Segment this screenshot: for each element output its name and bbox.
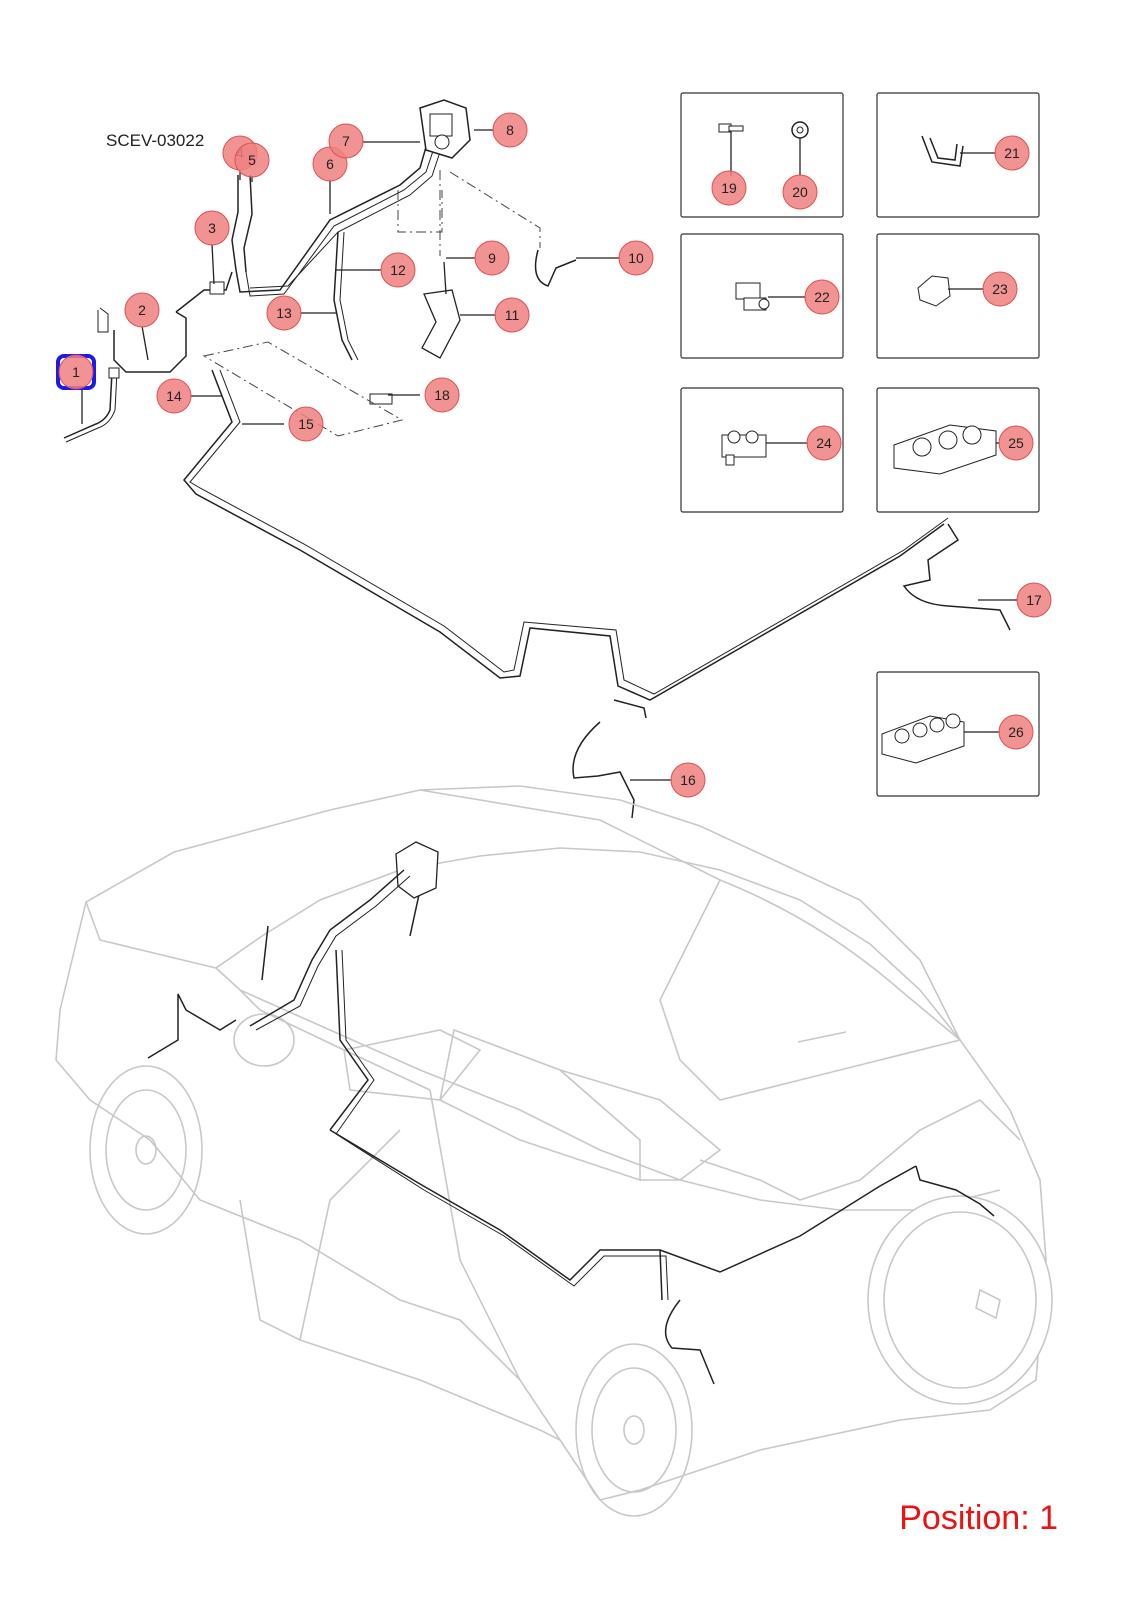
callout-number: 18: [434, 387, 450, 403]
callout-23[interactable]: 23: [982, 271, 1018, 307]
callout-15[interactable]: 15: [288, 406, 324, 442]
callout-number: 13: [276, 305, 292, 321]
callout-marker[interactable]: [124, 292, 160, 328]
callout-7[interactable]: 7: [328, 123, 364, 159]
callout-marker[interactable]: [994, 135, 1030, 171]
callout-21[interactable]: 21: [994, 135, 1030, 171]
callout-marker[interactable]: [328, 123, 364, 159]
callout-number: 19: [721, 180, 737, 196]
vehicle-outline: [55, 785, 1053, 1517]
callout-number: 1: [72, 364, 80, 380]
callout-14[interactable]: 14: [156, 378, 192, 414]
callout-marker[interactable]: [474, 240, 510, 276]
position-indicator: Position: 1: [899, 1499, 1058, 1537]
callout-marker[interactable]: [156, 378, 192, 414]
callout-number: 22: [814, 289, 830, 305]
callout-markers: 1234567891011121314151617181920212223242…: [58, 112, 1052, 798]
callout-number: 8: [506, 122, 514, 138]
vehicle-brake-lines: [147, 841, 995, 1385]
callout-number: 14: [166, 388, 182, 404]
callout-16[interactable]: 16: [670, 762, 706, 798]
callout-number: 2: [138, 302, 146, 318]
diagram-code: SCEV-03022: [106, 131, 205, 150]
double-clip-icon: [721, 430, 808, 466]
callout-19[interactable]: 19: [711, 170, 747, 206]
callout-11[interactable]: 11: [494, 297, 530, 333]
callout-marker[interactable]: [982, 271, 1018, 307]
callout-3[interactable]: 3: [194, 210, 230, 246]
callout-number: 6: [326, 156, 334, 172]
callout-marker[interactable]: [288, 406, 324, 442]
clip-icon: [921, 135, 996, 167]
callout-number: 5: [248, 152, 256, 168]
callout-number: 11: [505, 307, 520, 323]
callout-17[interactable]: 17: [1016, 582, 1052, 618]
callout-5[interactable]: 5: [234, 142, 270, 178]
callout-marker[interactable]: [1016, 582, 1052, 618]
callout-marker[interactable]: [492, 112, 528, 148]
callout-20[interactable]: 20: [782, 174, 818, 210]
callout-number: 9: [488, 250, 496, 266]
callout-marker[interactable]: [380, 252, 416, 288]
callout-number: 12: [390, 262, 406, 278]
callout-number: 15: [298, 416, 314, 432]
callout-9[interactable]: 9: [474, 240, 510, 276]
callout-marker[interactable]: [998, 425, 1034, 461]
callout-number: 16: [680, 772, 696, 788]
callout-13[interactable]: 13: [266, 295, 302, 331]
callout-number: 24: [816, 435, 832, 451]
callout-10[interactable]: 10: [618, 240, 654, 276]
callout-number: 23: [992, 281, 1008, 297]
callout-22[interactable]: 22: [804, 279, 840, 315]
callout-number: 25: [1008, 435, 1024, 451]
callout-number: 17: [1026, 592, 1042, 608]
callout-8[interactable]: 8: [492, 112, 528, 148]
callout-marker[interactable]: [424, 377, 460, 413]
callout-marker[interactable]: [711, 170, 747, 206]
callout-marker[interactable]: [494, 297, 530, 333]
abs-module-icon: [419, 99, 471, 159]
callout-marker[interactable]: [58, 354, 94, 390]
triple-clip-icon: [893, 424, 1000, 475]
callout-marker[interactable]: [670, 762, 706, 798]
callout-number: 7: [342, 133, 350, 149]
callout-25[interactable]: 25: [998, 425, 1034, 461]
callout-number: 26: [1008, 724, 1024, 740]
callout-marker[interactable]: [804, 279, 840, 315]
callout-marker[interactable]: [266, 295, 302, 331]
callout-number: 3: [208, 220, 216, 236]
callout-number: 20: [792, 184, 808, 200]
callout-12[interactable]: 12: [380, 252, 416, 288]
callout-number: 10: [628, 250, 644, 266]
callout-marker[interactable]: [806, 425, 842, 461]
quad-clip-icon: [881, 713, 1000, 764]
bolt-icon: [718, 123, 744, 176]
connector-icon: [735, 282, 806, 311]
brake-lines: [63, 99, 1018, 819]
part-boxes: [680, 92, 1040, 797]
callout-26[interactable]: 26: [998, 714, 1034, 750]
callout-24[interactable]: 24: [806, 425, 842, 461]
washer-icon: [791, 121, 809, 176]
callout-18[interactable]: 18: [424, 377, 460, 413]
callout-marker[interactable]: [618, 240, 654, 276]
callout-marker[interactable]: [998, 714, 1034, 750]
callout-marker[interactable]: [234, 142, 270, 178]
callout-1[interactable]: 1: [58, 354, 94, 390]
callout-2[interactable]: 2: [124, 292, 160, 328]
clip-block-icon: [917, 275, 984, 307]
callout-number: 21: [1004, 145, 1020, 161]
callout-marker[interactable]: [194, 210, 230, 246]
callout-marker[interactable]: [782, 174, 818, 210]
